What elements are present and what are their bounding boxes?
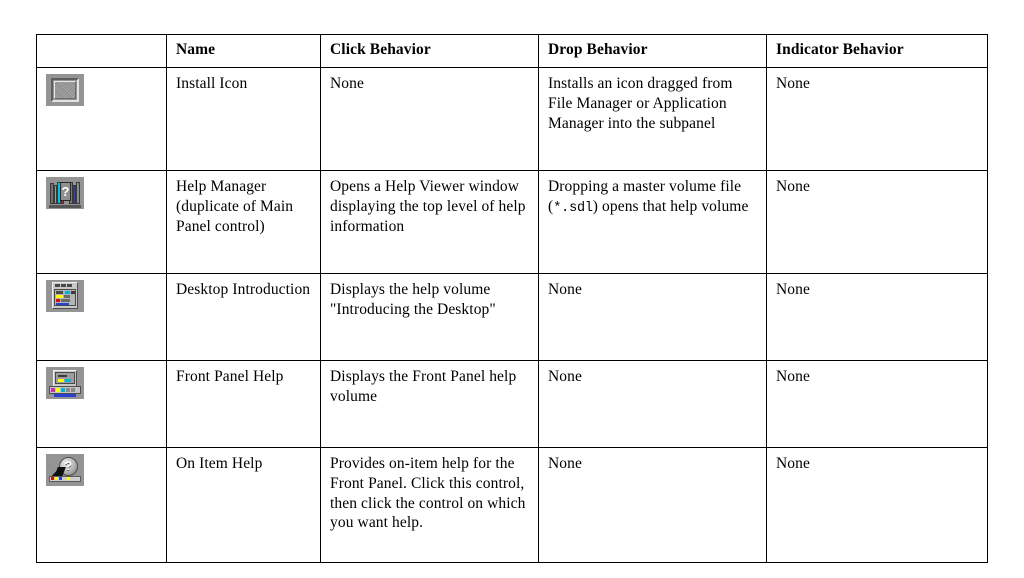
question-mark-icon: ? bbox=[64, 459, 73, 473]
help-manager-books-icon: ? bbox=[46, 177, 84, 209]
icon-cell: ? bbox=[36, 447, 167, 563]
column-header-icon bbox=[36, 34, 167, 68]
indicator-behavior: None bbox=[766, 447, 988, 563]
table-row: Install Icon None Installs an icon dragg… bbox=[36, 67, 988, 171]
panel-bar bbox=[49, 476, 81, 482]
table-row: Desktop Introduction Displays the help v… bbox=[36, 273, 988, 361]
icon-cell: ? bbox=[36, 170, 167, 274]
control-name: Desktop Introduction bbox=[166, 273, 321, 361]
screen-row bbox=[56, 295, 63, 298]
question-mark-icon: ? bbox=[60, 182, 71, 201]
bar-item bbox=[55, 477, 58, 480]
click-behavior: Opens a Help Viewer window displaying th… bbox=[320, 170, 539, 274]
install-icon-control-icon bbox=[46, 74, 84, 106]
tray-item bbox=[61, 388, 65, 392]
indicator-behavior: None bbox=[766, 273, 988, 361]
screen-row bbox=[56, 303, 69, 305]
desktop-introduction-monitor-icon bbox=[46, 280, 84, 312]
tray-item bbox=[56, 388, 60, 392]
click-behavior: None bbox=[320, 67, 539, 171]
monitor-top-slot bbox=[67, 284, 72, 287]
bar-item bbox=[67, 477, 70, 480]
screen-row bbox=[58, 379, 64, 382]
drop-text-prefix: Dropping a master volume file ( bbox=[548, 178, 742, 215]
shelf-base bbox=[49, 205, 81, 208]
control-name: Front Panel Help bbox=[166, 360, 321, 448]
drop-behavior: Dropping a master volume file (*.sdl) op… bbox=[538, 170, 767, 274]
tray-item bbox=[51, 388, 55, 392]
control-name: On Item Help bbox=[166, 447, 321, 563]
screen-row bbox=[64, 295, 70, 298]
panel-tray bbox=[49, 386, 81, 394]
book bbox=[54, 185, 57, 204]
tray-item bbox=[66, 388, 70, 392]
icon-cell bbox=[36, 360, 167, 448]
column-header-name: Name bbox=[166, 34, 321, 68]
book bbox=[73, 185, 76, 204]
column-header-indicator-behavior: Indicator Behavior bbox=[766, 34, 988, 68]
drop-behavior: None bbox=[538, 360, 767, 448]
table-row: ? Help Manager (duplicate of Main Panel … bbox=[36, 170, 988, 274]
drop-behavior: None bbox=[538, 273, 767, 361]
icon-cell bbox=[36, 67, 167, 171]
on-item-help-pointer-icon: ? bbox=[46, 454, 84, 486]
column-header-drop-behavior: Drop Behavior bbox=[538, 34, 767, 68]
book bbox=[50, 183, 54, 204]
monitor-screen bbox=[55, 372, 75, 384]
column-header-click-behavior: Click Behavior bbox=[320, 34, 539, 68]
table-row: Front Panel Help Displays the Front Pane… bbox=[36, 360, 988, 448]
indicator-behavior: None bbox=[766, 67, 988, 171]
front-panel-controls-table: Name Click Behavior Drop Behavior Indica… bbox=[36, 34, 988, 563]
drop-behavior: Installs an icon dragged from File Manag… bbox=[538, 67, 767, 171]
screen-row bbox=[61, 299, 70, 302]
control-name: Help Manager (duplicate of Main Panel co… bbox=[166, 170, 321, 274]
front-panel-help-monitor-icon bbox=[46, 367, 84, 399]
bar-item bbox=[51, 477, 54, 480]
indicator-behavior: None bbox=[766, 170, 988, 274]
click-behavior: Displays the Front Panel help volume bbox=[320, 360, 539, 448]
book bbox=[76, 182, 80, 204]
tray-base bbox=[54, 394, 76, 397]
click-behavior: Provides on-item help for the Front Pane… bbox=[320, 447, 539, 563]
drop-text-suffix: ) opens that help volume bbox=[592, 197, 749, 215]
screen-row bbox=[71, 291, 75, 294]
click-behavior: Displays the help volume "Introducing th… bbox=[320, 273, 539, 361]
icon-cell bbox=[36, 273, 167, 361]
drop-behavior: None bbox=[538, 447, 767, 563]
screen-row bbox=[65, 291, 70, 294]
screen-row bbox=[58, 375, 67, 377]
monitor-top-slot bbox=[55, 284, 60, 287]
bar-item bbox=[59, 477, 62, 480]
indicator-behavior: None bbox=[766, 360, 988, 448]
tray-item bbox=[71, 388, 75, 392]
table-row: ? On Item Help Provides on-item help for… bbox=[36, 447, 988, 563]
monitor-top-slot bbox=[61, 284, 66, 287]
install-icon-inner-frame bbox=[54, 81, 76, 99]
screen-row bbox=[65, 379, 71, 382]
screen-row bbox=[56, 291, 63, 294]
screen-row bbox=[56, 299, 60, 302]
file-extension-pattern: *.sdl bbox=[553, 200, 593, 216]
control-name: Install Icon bbox=[166, 67, 321, 171]
table-header-row: Name Click Behavior Drop Behavior Indica… bbox=[36, 34, 988, 68]
